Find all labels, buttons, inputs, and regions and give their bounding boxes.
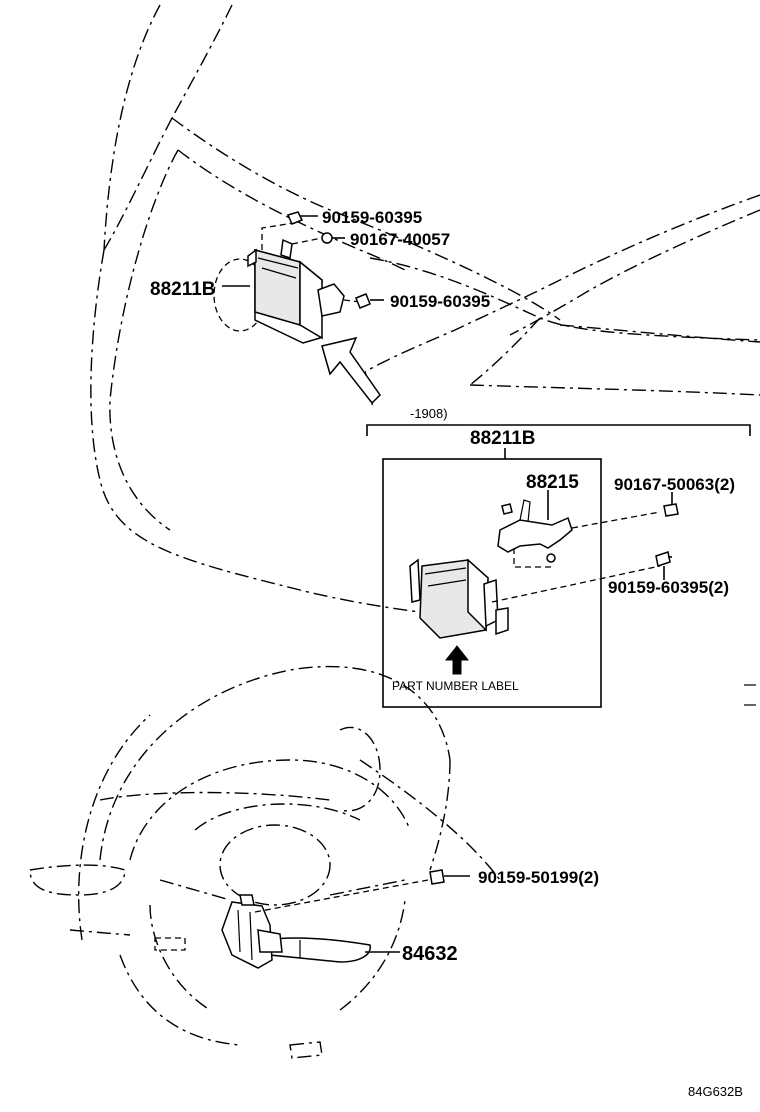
- detail-bracket-line: [366, 424, 751, 459]
- wheel-bolt-icon: [429, 869, 470, 885]
- radar-module-main: [213, 221, 361, 344]
- callout-bolt-right: 90159-60395: [390, 292, 490, 311]
- bolt-top-icon: [286, 211, 318, 225]
- detail-module-label: 88211B: [470, 428, 536, 449]
- bolt-right-icon: [355, 293, 384, 309]
- bracket-part: [497, 490, 573, 553]
- label-arrow-icon: [444, 645, 470, 675]
- steering-wheel: [29, 665, 501, 1059]
- date-range: -1908): [410, 406, 448, 421]
- switch-assembly: [221, 894, 283, 969]
- callout-switch: 84632: [402, 943, 458, 965]
- nut-small-icon: [546, 553, 556, 563]
- callout-detail-nut: 90167-50063(2): [614, 475, 735, 494]
- callout-detail-bolt: 90159-60395(2): [608, 578, 729, 597]
- detail-box: [382, 458, 602, 708]
- callout-bolt-top: 90159-60395: [322, 208, 422, 227]
- callout-module-main: 88211B: [150, 279, 216, 300]
- callout-nut-top: 90167-40057: [350, 230, 450, 249]
- diagram-code: 84G632B: [688, 1084, 743, 1099]
- radar-module-detail: [409, 558, 509, 639]
- wheel-bolt-leader-dash: [254, 879, 429, 913]
- view-arrow-icon: [321, 336, 381, 405]
- part-number-label-text: PART NUMBER LABEL: [392, 679, 519, 693]
- detail-nut-icon: [663, 492, 679, 517]
- callout-bracket: 88215: [526, 472, 579, 493]
- nut-top-icon: [321, 232, 345, 244]
- screw-small-icon: [501, 503, 513, 515]
- callout-wheel-bolt: 90159-50199(2): [478, 868, 599, 887]
- detail-bolt-icon: [655, 551, 672, 580]
